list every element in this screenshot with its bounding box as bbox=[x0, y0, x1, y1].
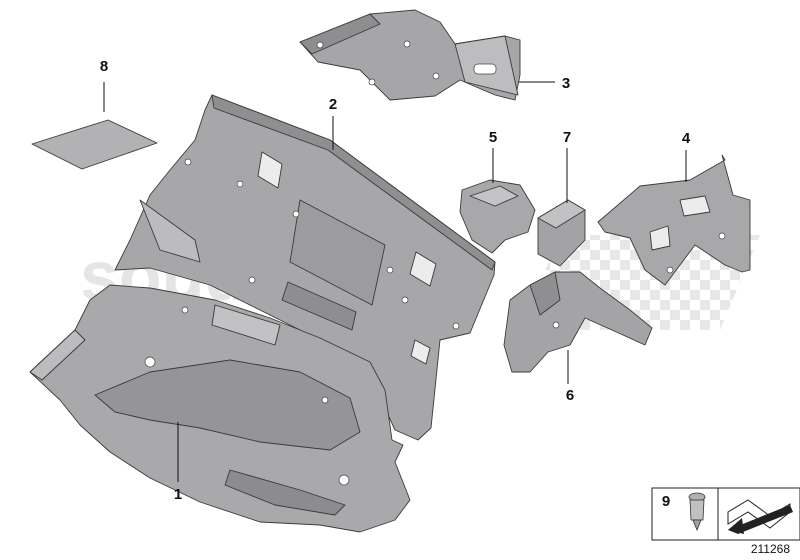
part-1-floor-panel bbox=[29, 284, 411, 533]
callout-1: 1 bbox=[174, 486, 182, 503]
part-3-bracket bbox=[299, 9, 521, 101]
callout-7: 7 bbox=[563, 129, 571, 146]
clip-icon bbox=[688, 492, 706, 532]
document-number: 211268 bbox=[751, 542, 790, 556]
part-6-wheelarch-trim bbox=[503, 271, 653, 373]
callout-6: 6 bbox=[566, 387, 574, 404]
part-5-filler bbox=[459, 179, 536, 254]
part-7-block bbox=[537, 199, 586, 267]
callout-2: 2 bbox=[329, 96, 337, 113]
callout-4: 4 bbox=[682, 130, 691, 147]
callout-3: 3 bbox=[562, 75, 570, 92]
legend-item-number: 9 bbox=[662, 493, 670, 510]
part-8-pad bbox=[31, 119, 158, 170]
part-2-rear-panel bbox=[114, 94, 496, 441]
callout-8: 8 bbox=[100, 58, 108, 75]
legend-box: 9 bbox=[651, 487, 800, 541]
callout-5: 5 bbox=[489, 129, 497, 146]
leader-lines bbox=[103, 81, 687, 482]
part-4-side-bracket bbox=[597, 154, 751, 286]
arrow-reference-icon bbox=[727, 499, 793, 534]
